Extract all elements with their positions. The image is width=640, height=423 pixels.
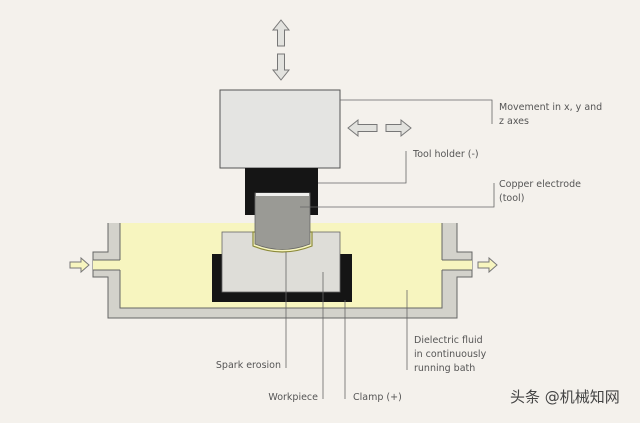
- inlet-pipe: [93, 260, 121, 270]
- electrode-insulator: [256, 193, 309, 196]
- label-dielectric-3: running bath: [414, 363, 475, 374]
- label-spark-erosion: Spark erosion: [216, 360, 281, 371]
- copper-electrode: [254, 192, 311, 250]
- label-copper-electrode-1: Copper electrode: [499, 179, 581, 190]
- flow-in-arrow-icon: [69, 256, 90, 274]
- label-movement-1: Movement in x, y and: [499, 102, 602, 113]
- up-down-arrows-icon: [271, 19, 291, 81]
- label-tool-holder: Tool holder (-): [412, 149, 479, 160]
- label-dielectric-1: Dielectric fluid: [414, 335, 483, 346]
- outlet-pipe: [441, 260, 472, 270]
- label-dielectric-2: in continuously: [414, 349, 487, 360]
- label-workpiece: Workpiece: [268, 392, 318, 403]
- leader-lines: [285, 99, 495, 399]
- label-copper-electrode-2: (tool): [499, 193, 524, 204]
- movement-head: [219, 89, 341, 169]
- left-right-arrows-icon: [347, 118, 412, 138]
- label-movement-2: z axes: [499, 116, 529, 127]
- watermark: 头条 @机械知网: [510, 388, 620, 406]
- label-clamp: Clamp (+): [353, 392, 402, 403]
- flow-out-arrow-icon: [477, 256, 498, 274]
